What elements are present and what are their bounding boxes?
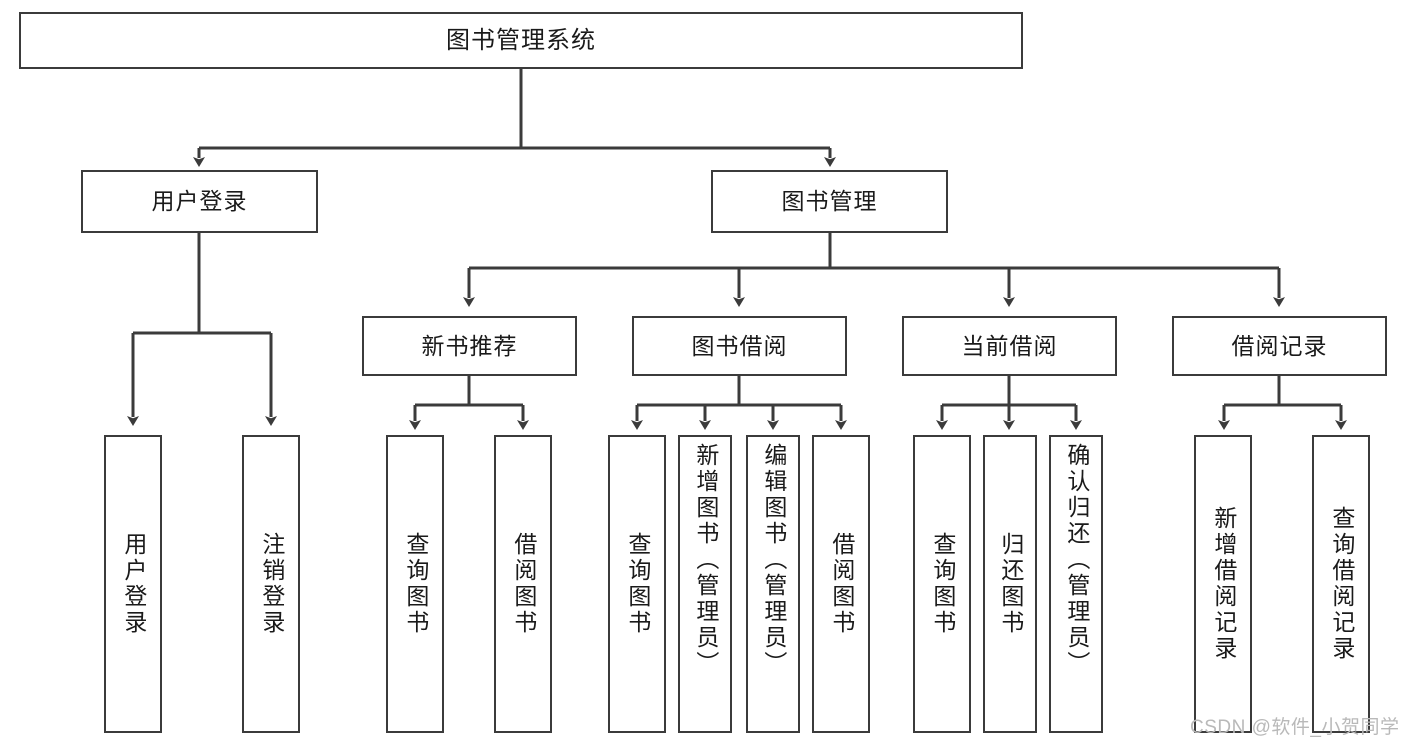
- node-label: 查询借阅记录: [1328, 506, 1355, 662]
- node-book-borrow[interactable]: 图书借阅: [632, 316, 847, 376]
- node-leaf-borrow-book-1[interactable]: 借阅图书: [494, 435, 552, 733]
- node-leaf-edit-book[interactable]: 编辑图书（管理员）: [746, 435, 800, 733]
- node-borrow-record[interactable]: 借阅记录: [1172, 316, 1387, 376]
- node-leaf-return-book[interactable]: 归还图书: [983, 435, 1037, 733]
- node-label: 图书管理系统: [446, 26, 596, 54]
- node-label: 用户登录: [120, 532, 147, 636]
- node-label: 借阅图书: [828, 532, 855, 636]
- node-label: 注销登录: [258, 532, 285, 636]
- node-leaf-query-book-2[interactable]: 查询图书: [608, 435, 666, 733]
- node-leaf-add-record[interactable]: 新增借阅记录: [1194, 435, 1252, 733]
- node-label: 当前借阅: [961, 332, 1058, 359]
- node-book-management[interactable]: 图书管理: [711, 170, 948, 233]
- node-label: 借阅图书: [510, 532, 537, 636]
- node-label: 查询图书: [624, 532, 651, 636]
- node-leaf-user-login[interactable]: 用户登录: [104, 435, 162, 733]
- node-label: 新增借阅记录: [1210, 506, 1237, 662]
- node-leaf-add-book[interactable]: 新增图书（管理员）: [678, 435, 732, 733]
- node-label: 确认归还（管理员）: [1063, 443, 1090, 677]
- node-label: 用户登录: [151, 188, 248, 215]
- node-leaf-borrow-book-2[interactable]: 借阅图书: [812, 435, 870, 733]
- node-label: 新书推荐: [421, 332, 518, 359]
- node-leaf-confirm-return[interactable]: 确认归还（管理员）: [1049, 435, 1103, 733]
- node-current-borrow[interactable]: 当前借阅: [902, 316, 1117, 376]
- node-leaf-query-book-1[interactable]: 查询图书: [386, 435, 444, 733]
- node-label: 图书管理: [781, 188, 878, 215]
- node-label: 编辑图书（管理员）: [760, 443, 787, 677]
- node-label: 借阅记录: [1231, 332, 1328, 359]
- node-leaf-query-book-3[interactable]: 查询图书: [913, 435, 971, 733]
- node-leaf-query-record[interactable]: 查询借阅记录: [1312, 435, 1370, 733]
- node-user-login[interactable]: 用户登录: [81, 170, 318, 233]
- node-label: 新增图书（管理员）: [692, 443, 719, 677]
- node-label: 图书借阅: [691, 332, 788, 359]
- node-root-book-management-system[interactable]: 图书管理系统: [19, 12, 1023, 69]
- node-label: 查询图书: [929, 532, 956, 636]
- node-new-book-recommend[interactable]: 新书推荐: [362, 316, 577, 376]
- node-leaf-logout-login[interactable]: 注销登录: [242, 435, 300, 733]
- node-label: 查询图书: [402, 532, 429, 636]
- csdn-watermark: CSDN @软件_小贺同学: [1190, 717, 1400, 738]
- node-label: 归还图书: [997, 532, 1024, 636]
